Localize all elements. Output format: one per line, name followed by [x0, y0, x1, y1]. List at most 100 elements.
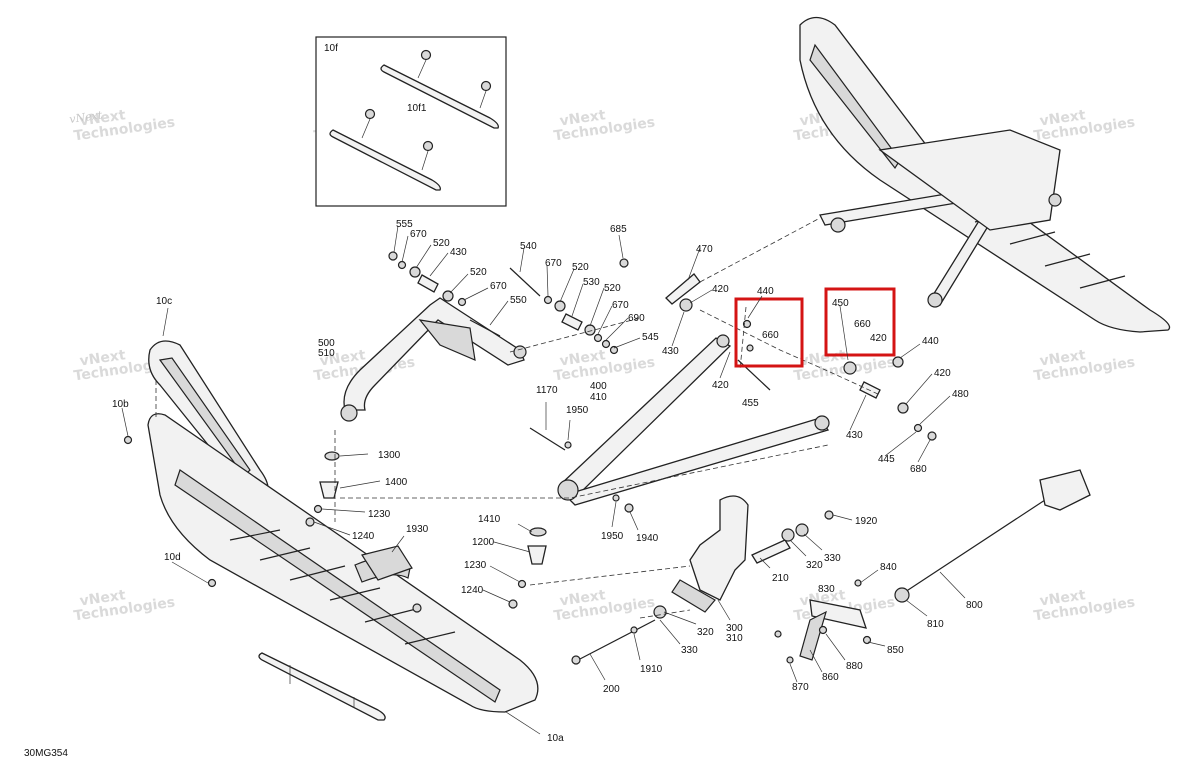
callout-10c: 10c	[156, 296, 172, 307]
spindle-body	[689, 495, 749, 601]
pivot-bolt-200	[577, 619, 656, 661]
callout-660: 660	[854, 319, 871, 330]
svg-text:vNext: vNext	[69, 108, 104, 126]
bushing	[716, 334, 730, 348]
callout-480: 480	[952, 389, 969, 400]
watermark: vNext Technologies	[1033, 347, 1136, 384]
runner-carbide	[329, 129, 441, 191]
ski-keel	[174, 469, 501, 703]
svg-text:vNext: vNext	[1039, 587, 1087, 609]
nut	[388, 251, 398, 261]
drawing-id: 30MG354	[24, 748, 68, 759]
watermark: vNext Technologies	[73, 587, 176, 624]
callout-1950: 1950	[601, 531, 624, 542]
callout-470: 470	[696, 244, 713, 255]
lower-a-arm-rear	[563, 417, 830, 506]
bushing	[927, 292, 943, 308]
bushing	[1048, 193, 1062, 207]
highlight-box-right	[824, 287, 896, 357]
callout-550: 550	[510, 295, 527, 306]
nut-685	[619, 258, 629, 268]
spindle-frame	[878, 129, 1061, 231]
callout-870: 870	[792, 682, 809, 693]
callout-200: 200	[603, 684, 620, 695]
leader-lines	[121, 225, 966, 735]
callout-330: 330	[681, 645, 698, 656]
inset-label: 10f	[324, 43, 338, 54]
svg-text:vNext: vNext	[1039, 347, 1087, 369]
svg-text:vNext: vNext	[559, 347, 607, 369]
callout-430: 430	[662, 346, 679, 357]
svg-text:vNext: vNext	[559, 587, 607, 609]
upper-a-arm	[340, 297, 527, 422]
nut-545	[609, 345, 619, 355]
ski-runner	[258, 652, 386, 721]
nut	[480, 80, 492, 92]
callout-1230: 1230	[464, 560, 487, 571]
ball-joint-1200	[527, 545, 547, 565]
bolt-1950	[612, 494, 620, 502]
watermark: vNext Technologies	[553, 107, 656, 144]
bushing	[814, 415, 830, 431]
nut	[420, 49, 432, 61]
nut	[364, 108, 376, 120]
bolt	[774, 630, 782, 638]
callout-520: 520	[604, 283, 621, 294]
spindle-assembly	[571, 495, 834, 665]
lower-a-arm	[557, 334, 830, 506]
bushing	[843, 361, 857, 375]
callout-540: 540	[520, 241, 537, 252]
washer	[543, 295, 553, 305]
bushing	[554, 300, 566, 312]
bushing	[781, 528, 795, 542]
callout-1400: 1400	[385, 477, 408, 488]
watermark: vNext Technologies	[1033, 107, 1136, 144]
bushing	[830, 217, 846, 233]
steering-rod-assembly	[774, 469, 1091, 664]
washer	[897, 402, 909, 414]
boot-1410	[529, 527, 547, 537]
boot-1300	[324, 451, 340, 461]
ball-joint-1400	[319, 481, 339, 499]
washer	[457, 297, 467, 307]
svg-text:vNext: vNext	[79, 347, 127, 369]
nut-1240	[305, 517, 315, 527]
a-arm-gusset	[418, 319, 476, 361]
washer-1230	[517, 579, 527, 589]
spindle-bracket	[671, 579, 716, 613]
callout-520: 520	[470, 267, 487, 278]
callout-440: 440	[922, 336, 939, 347]
bracket-830	[809, 599, 867, 629]
callout-1920: 1920	[855, 516, 878, 527]
cover-1930	[361, 545, 413, 581]
nut	[422, 140, 434, 152]
nut-1940	[624, 503, 634, 513]
washer	[593, 333, 603, 343]
callout-685: 685	[610, 224, 627, 235]
callout-1240: 1240	[461, 585, 484, 596]
bushing	[584, 324, 596, 336]
washer-660	[746, 344, 754, 352]
callout-810: 810	[927, 619, 944, 630]
bracket-860	[799, 610, 827, 661]
callout-445: 445	[878, 454, 895, 465]
callout-410: 410	[590, 392, 607, 403]
callout-1240: 1240	[352, 531, 375, 542]
callout-320: 320	[806, 560, 823, 571]
callout-670: 670	[490, 281, 507, 292]
bushing	[679, 298, 693, 312]
callout-670: 670	[612, 300, 629, 311]
bushing	[442, 290, 454, 302]
bolt-1170	[529, 427, 566, 451]
callout-1940: 1940	[636, 533, 659, 544]
watermark: vNext Technologies	[1033, 587, 1136, 624]
callout-520: 520	[572, 262, 589, 273]
callout-210: 210	[772, 573, 789, 584]
callout-10d: 10d	[164, 552, 181, 563]
callout-660: 660	[762, 330, 779, 341]
washer-440	[892, 356, 904, 368]
callout-545: 545	[642, 332, 659, 343]
upper-a-arm-body	[343, 297, 525, 411]
callout-860: 860	[822, 672, 839, 683]
